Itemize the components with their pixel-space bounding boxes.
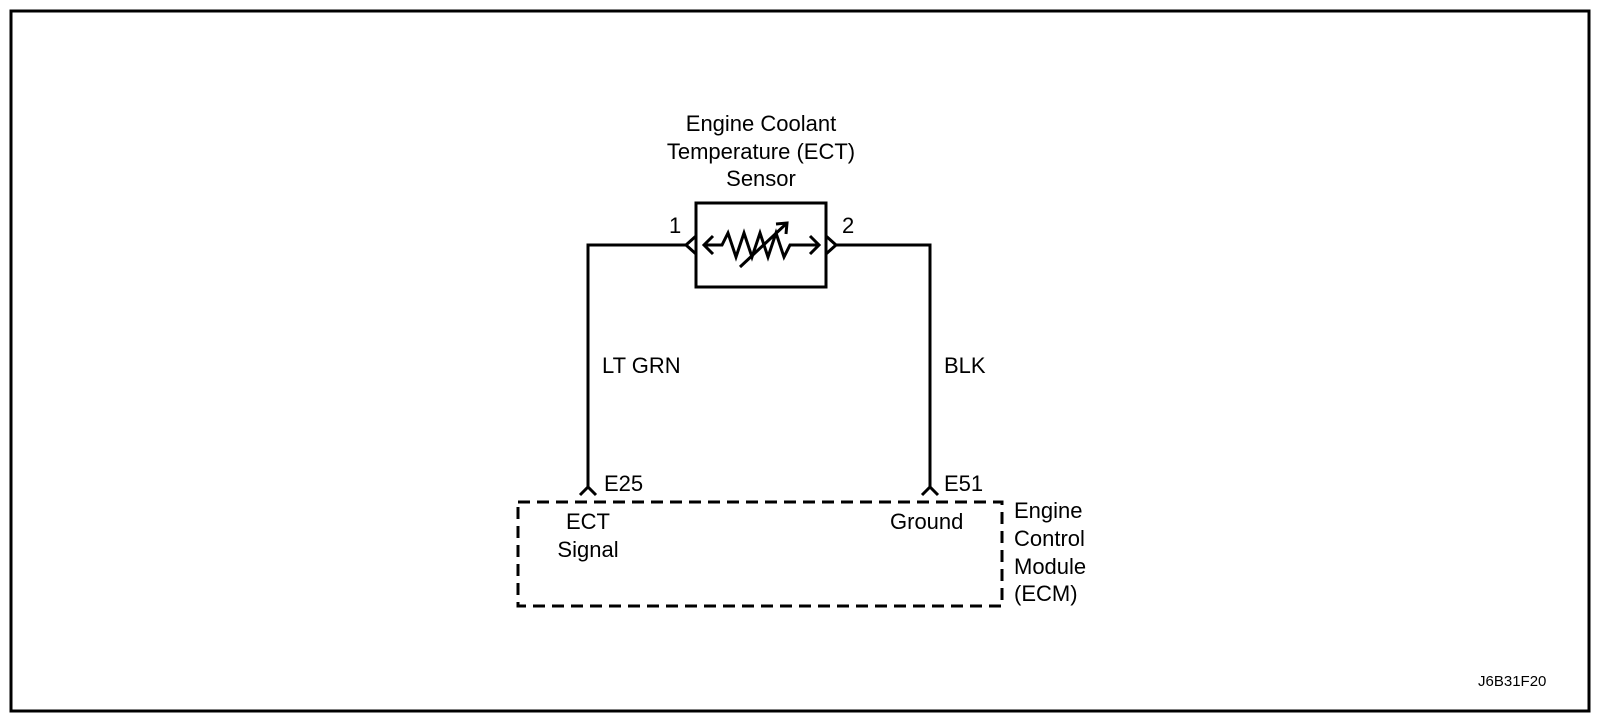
ecm-signal-left-line2: Signal	[557, 537, 619, 562]
ecm-name-line2: Control	[1014, 526, 1085, 551]
ecm-terminal-e25-label: E25	[604, 471, 644, 496]
ecm-signal-right-label: Ground	[890, 509, 964, 534]
ecm-box	[516, 500, 1004, 608]
sensor-pin-2-label: 2	[842, 213, 855, 238]
wire-blk	[836, 243, 932, 487]
sensor-title-line1: Engine Coolant	[685, 111, 837, 136]
sensor-title-line2: Temperature (ECT)	[666, 139, 856, 164]
ecm-name-line3: Module	[1014, 554, 1087, 579]
sensor-box	[694, 201, 828, 289]
variable-resistor-icon	[701, 221, 822, 269]
wire-color-left-label: LT GRN	[602, 353, 681, 378]
sensor-pin-1-label: 1	[669, 213, 682, 238]
ecm-terminal-e51-label: E51	[944, 471, 984, 496]
ecm-signal-left-line1: ECT	[566, 509, 610, 534]
sensor-title-line3: Sensor	[726, 166, 796, 191]
ecm-name-line4: (ECM)	[1014, 581, 1078, 606]
figure-border	[9, 9, 1591, 713]
wire-color-right-label: BLK	[944, 353, 986, 378]
ecm-terminal-e25-connector	[578, 484, 598, 497]
ecm-terminal-e51-connector	[920, 484, 940, 497]
figure-id: J6B31F20	[1478, 673, 1547, 690]
wire-lt-grn	[586, 243, 686, 487]
ecm-name-line1: Engine	[1014, 498, 1083, 523]
